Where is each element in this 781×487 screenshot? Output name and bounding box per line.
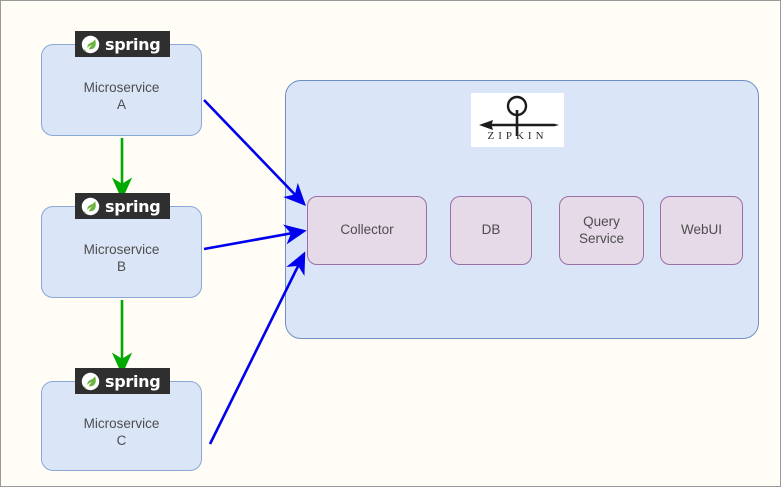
spring-leaf-icon — [81, 197, 100, 215]
component-query-service-label: Query Service — [578, 213, 624, 246]
component-query-service[interactable]: Query Service — [559, 196, 644, 265]
component-collector[interactable]: Collector — [307, 196, 427, 265]
component-webui-label: WebUI — [680, 222, 722, 238]
microservice-b-label: Microservice B — [83, 242, 160, 274]
zipkin-logo: ZIPKIN — [471, 93, 564, 147]
microservice-c[interactable]: Microservice C — [41, 381, 202, 471]
microservice-a-label: Microservice A — [83, 80, 160, 112]
component-collector-label: Collector — [340, 222, 394, 238]
microservice-a[interactable]: Microservice A — [41, 44, 202, 136]
component-webui[interactable]: WebUI — [660, 196, 743, 265]
spring-badge-b: spring — [75, 193, 170, 219]
microservice-b[interactable]: Microservice B — [41, 206, 202, 298]
spring-wordmark-c: spring — [105, 371, 161, 391]
zipkin-wordmark: ZIPKIN — [487, 130, 548, 142]
spring-leaf-icon — [81, 35, 100, 53]
component-db-label: DB — [481, 222, 501, 238]
spring-badge-a: spring — [75, 31, 170, 57]
spring-wordmark-b: spring — [105, 196, 161, 216]
spring-leaf-icon — [81, 372, 100, 390]
microservice-c-label: Microservice C — [83, 416, 160, 448]
zipkin-lollipop-arrow-icon — [479, 95, 559, 136]
spring-badge-c: spring — [75, 368, 170, 394]
component-db[interactable]: DB — [450, 196, 532, 265]
spring-wordmark-a: spring — [105, 34, 161, 54]
